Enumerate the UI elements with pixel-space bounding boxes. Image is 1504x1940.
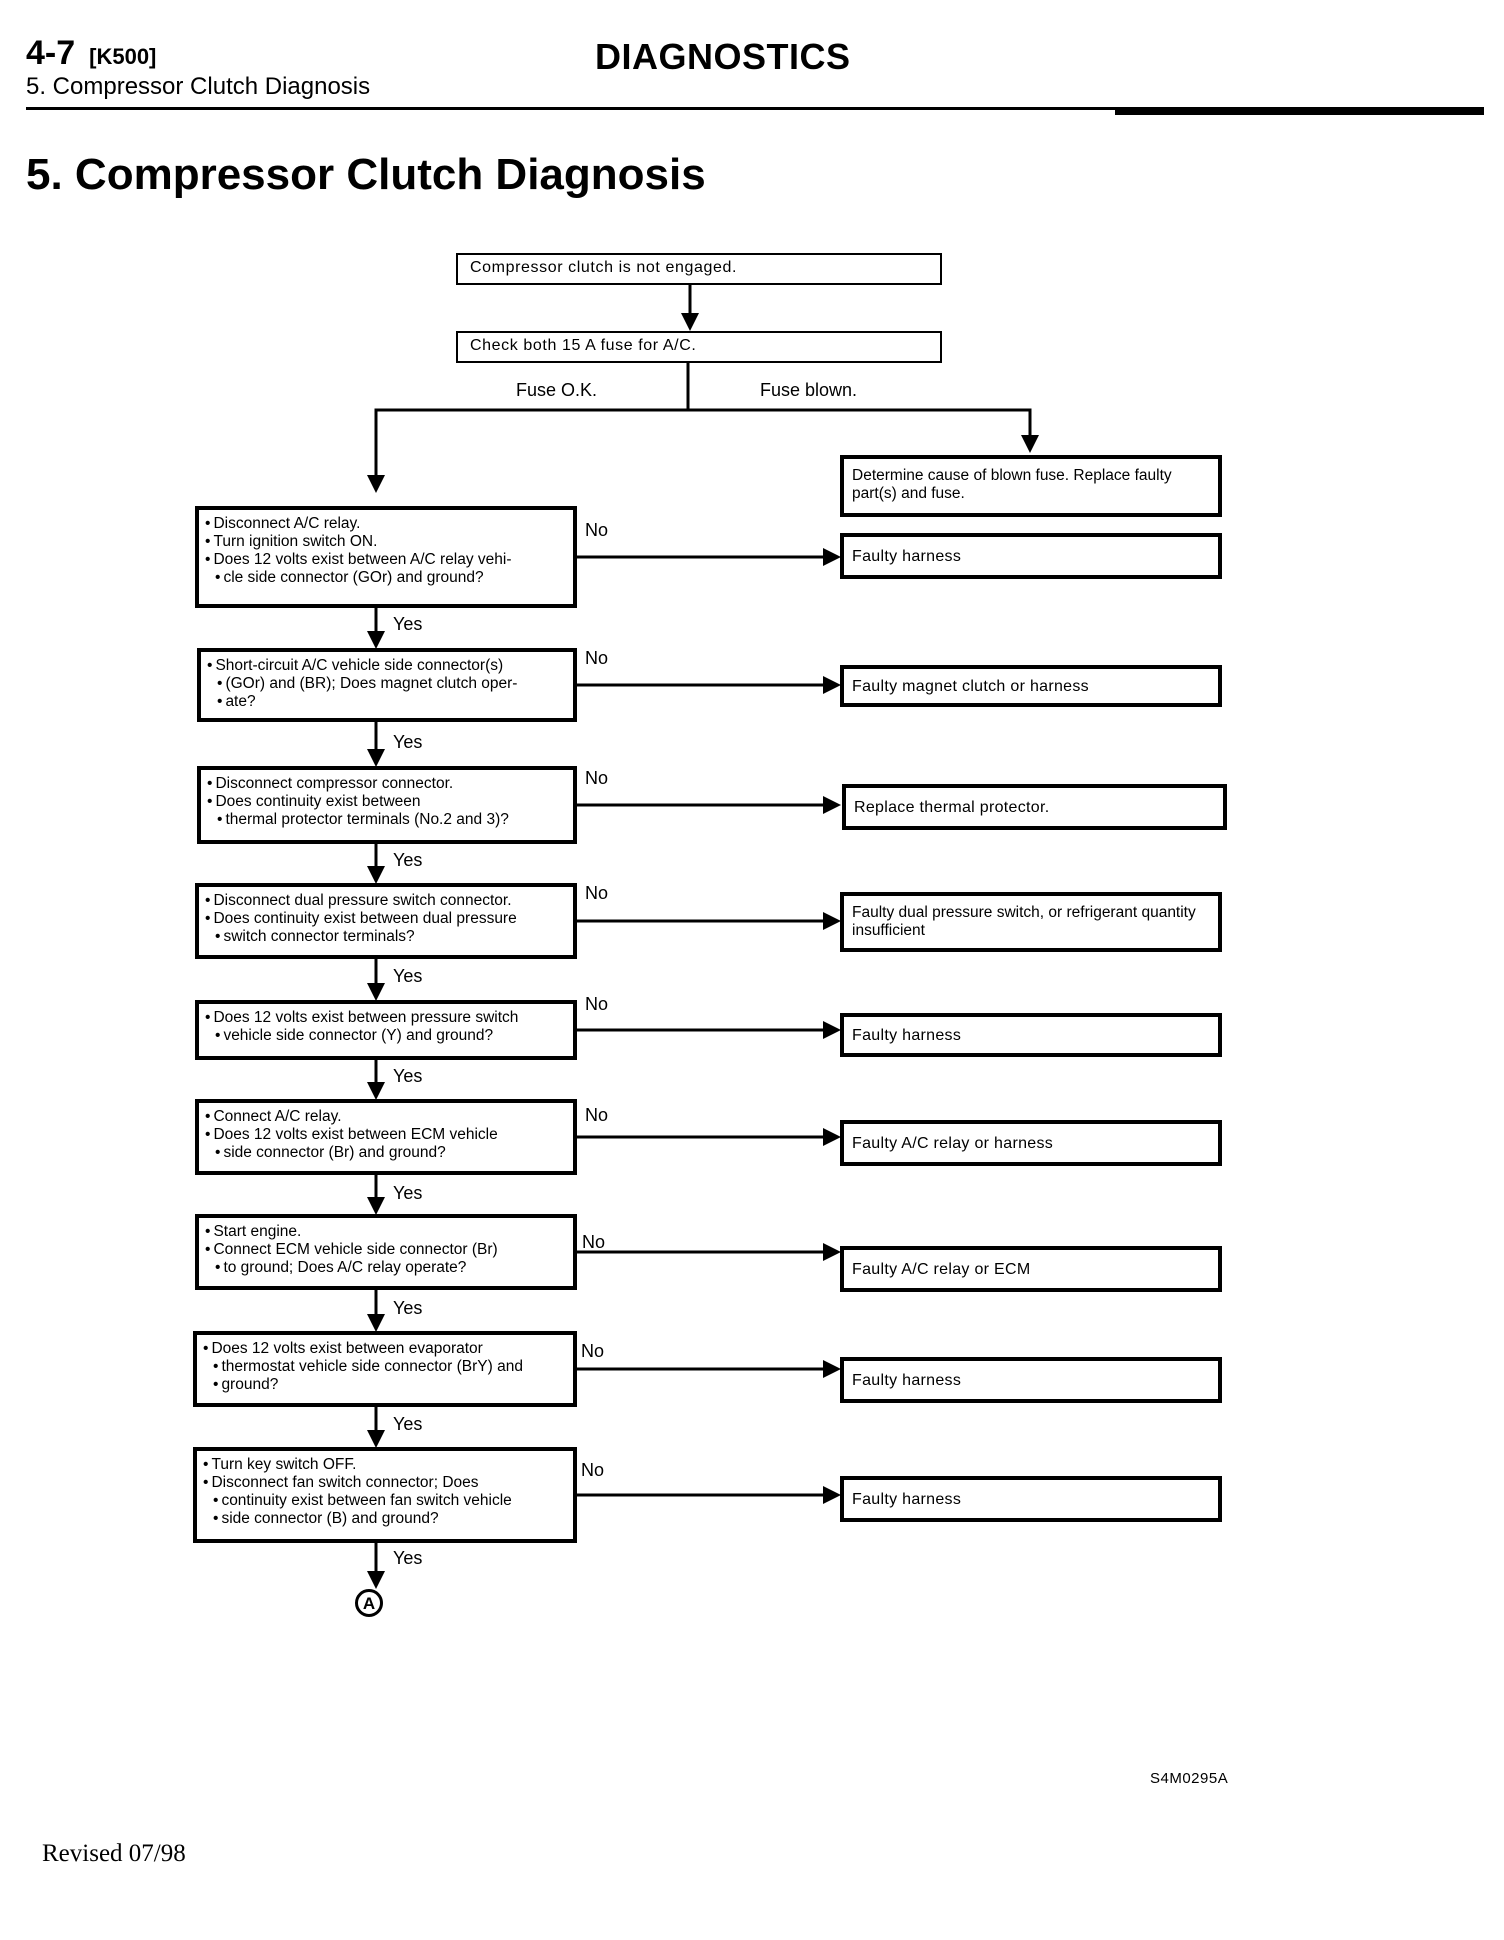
question-box: Connect A/C relay. Does 12 volts exist b… <box>195 1099 577 1175</box>
result-box: Faulty dual pressure switch, or refriger… <box>840 892 1222 952</box>
question-line-cont: vehicle side connector (Y) and ground? <box>205 1027 567 1045</box>
question-line-cont: side connector (B) and ground? <box>203 1510 567 1528</box>
model-code: [K500] <box>89 44 157 69</box>
no-arrows <box>577 548 841 1504</box>
subsection-title: 5. Compressor Clutch Diagnosis <box>26 73 371 100</box>
question-line: Turn key switch OFF. <box>203 1456 567 1474</box>
section-line: 4-7 [K500] <box>26 34 370 72</box>
question-line: Short-circuit A/C vehicle side connector… <box>207 657 567 675</box>
question-line-cont: side connector (Br) and ground? <box>205 1144 567 1162</box>
question-line-cont: cle side connector (GOr) and ground? <box>205 569 567 587</box>
question-line: Does 12 volts exist between pressure swi… <box>205 1009 567 1027</box>
fuse-blown-result-box: Determine cause of blown fuse. Replace f… <box>840 455 1222 517</box>
revision-note: Revised 07/98 <box>42 1840 186 1867</box>
result-box: Replace thermal protector. <box>842 784 1227 830</box>
yes-label: Yes <box>393 966 423 986</box>
no-label: No <box>585 520 609 540</box>
question-box: Start engine. Connect ECM vehicle side c… <box>195 1214 577 1290</box>
no-label: No <box>585 648 609 668</box>
fuse-check-box: Check both 15 A fuse for A/C. <box>456 331 942 363</box>
question-box: Turn key switch OFF. Disconnect fan swit… <box>193 1447 577 1543</box>
question-line: Disconnect compressor connector. <box>207 775 567 793</box>
question-line: Does continuity exist between dual press… <box>205 910 567 928</box>
figure-code: S4M0295A <box>1150 1770 1229 1787</box>
result-box: Faulty harness <box>840 1357 1222 1403</box>
page-header: 4-7 [K500] 5. Compressor Clutch Diagnosis <box>26 34 370 102</box>
question-line-cont: switch connector terminals? <box>205 928 567 946</box>
yes-label: Yes <box>393 614 423 634</box>
question-line: Does continuity exist between <box>207 793 567 811</box>
question-line: Disconnect A/C relay. <box>205 515 567 533</box>
question-line: Start engine. <box>205 1223 567 1241</box>
no-label: No <box>585 994 609 1014</box>
no-label: No <box>581 1460 605 1480</box>
question-line: Disconnect fan switch connector; Does <box>203 1474 567 1492</box>
yes-label: Yes <box>393 732 423 752</box>
question-line-cont: ground? <box>203 1376 567 1394</box>
section-number: 4-7 <box>26 34 76 72</box>
fuse-branch-line <box>374 408 1032 455</box>
header-rule <box>26 107 1484 110</box>
question-line-cont: thermostat vehicle side connector (BrY) … <box>203 1358 567 1376</box>
yes-label: Yes <box>393 1183 423 1203</box>
question-box: Disconnect A/C relay. Turn ignition swit… <box>195 506 577 608</box>
question-line: Connect A/C relay. <box>205 1108 567 1126</box>
header-rule-thick <box>1115 107 1484 115</box>
continuation-connector-a: A <box>355 1589 383 1617</box>
no-label: No <box>582 1232 606 1252</box>
connector-letter: A <box>362 1593 376 1613</box>
result-box: Faulty harness <box>840 533 1222 579</box>
question-line-cont: to ground; Does A/C relay operate? <box>205 1259 567 1277</box>
fuse-ok-label: Fuse O.K. <box>516 380 598 400</box>
yes-label: Yes <box>393 850 423 870</box>
result-box: Faulty harness <box>840 1013 1222 1057</box>
question-line-cont: continuity exist between fan switch vehi… <box>203 1492 567 1510</box>
result-box: Faulty harness <box>840 1476 1222 1522</box>
question-line: Does 12 volts exist between A/C relay ve… <box>205 551 567 569</box>
no-label: No <box>581 1341 605 1361</box>
yes-label: Yes <box>393 1066 423 1086</box>
yes-label: Yes <box>393 1298 423 1318</box>
question-line: Turn ignition switch ON. <box>205 533 567 551</box>
question-box: Short-circuit A/C vehicle side connector… <box>197 648 577 722</box>
question-box: Does 12 volts exist between pressure swi… <box>195 1000 577 1060</box>
question-line: Does 12 volts exist between evaporator <box>203 1340 567 1358</box>
question-line: Does 12 volts exist between ECM vehicle <box>205 1126 567 1144</box>
question-line: Disconnect dual pressure switch connecto… <box>205 892 567 910</box>
start-box: Compressor clutch is not engaged. <box>456 253 942 285</box>
no-label: No <box>585 768 609 788</box>
question-box: Disconnect dual pressure switch connecto… <box>195 883 577 959</box>
yes-label: Yes <box>393 1414 423 1434</box>
question-box: Disconnect compressor connector. Does co… <box>197 766 577 844</box>
result-box: Faulty A/C relay or harness <box>840 1120 1222 1166</box>
no-label: No <box>585 883 609 903</box>
yes-label: Yes <box>393 1548 423 1568</box>
page-title: 5. Compressor Clutch Diagnosis <box>26 150 706 199</box>
no-label: No <box>585 1105 609 1125</box>
chapter-title: DIAGNOSTICS <box>595 36 851 77</box>
result-box: Faulty A/C relay or ECM <box>840 1246 1222 1292</box>
result-box: Faulty magnet clutch or harness <box>840 665 1222 707</box>
question-line: Connect ECM vehicle side connector (Br) <box>205 1241 567 1259</box>
question-box: Does 12 volts exist between evaporator t… <box>193 1331 577 1407</box>
question-line-cont: thermal protector terminals (No.2 and 3)… <box>207 811 567 829</box>
question-line-cont: ate? <box>207 693 567 711</box>
question-line-cont: (GOr) and (BR); Does magnet clutch oper- <box>207 675 567 693</box>
fuse-blown-label: Fuse blown. <box>760 380 858 400</box>
